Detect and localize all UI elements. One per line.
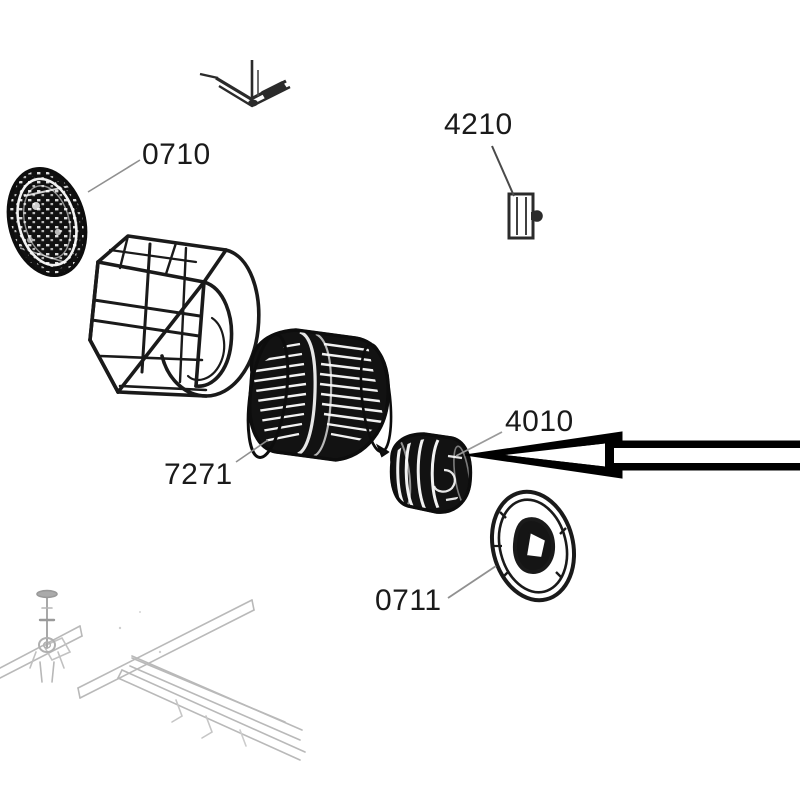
leader-line-4010 bbox=[455, 431, 503, 457]
part-label-4010: 4010 bbox=[505, 405, 574, 438]
part-4010-drive-motor bbox=[375, 432, 473, 514]
part-0710-end-cap bbox=[0, 161, 96, 283]
part-label-0711: 0711 bbox=[375, 584, 442, 617]
leader-line-0711 bbox=[447, 565, 497, 599]
part-label-0710: 0710 bbox=[142, 138, 211, 171]
part-label-4210: 4210 bbox=[444, 108, 513, 141]
motor-housing-cage bbox=[88, 234, 261, 398]
leader-line-0710 bbox=[87, 159, 141, 193]
part-7271-blower-wheel bbox=[246, 328, 393, 462]
part-label-7271: 7271 bbox=[164, 458, 233, 491]
bracket-fragment bbox=[199, 60, 291, 108]
part-4210-capacitor bbox=[507, 192, 543, 240]
leader-line-7271 bbox=[235, 439, 269, 463]
part-0711-mounting-flange bbox=[489, 489, 577, 603]
callout-arrow bbox=[464, 431, 800, 479]
leader-line-4210 bbox=[491, 145, 515, 197]
chassis-rail-frame bbox=[0, 589, 306, 761]
